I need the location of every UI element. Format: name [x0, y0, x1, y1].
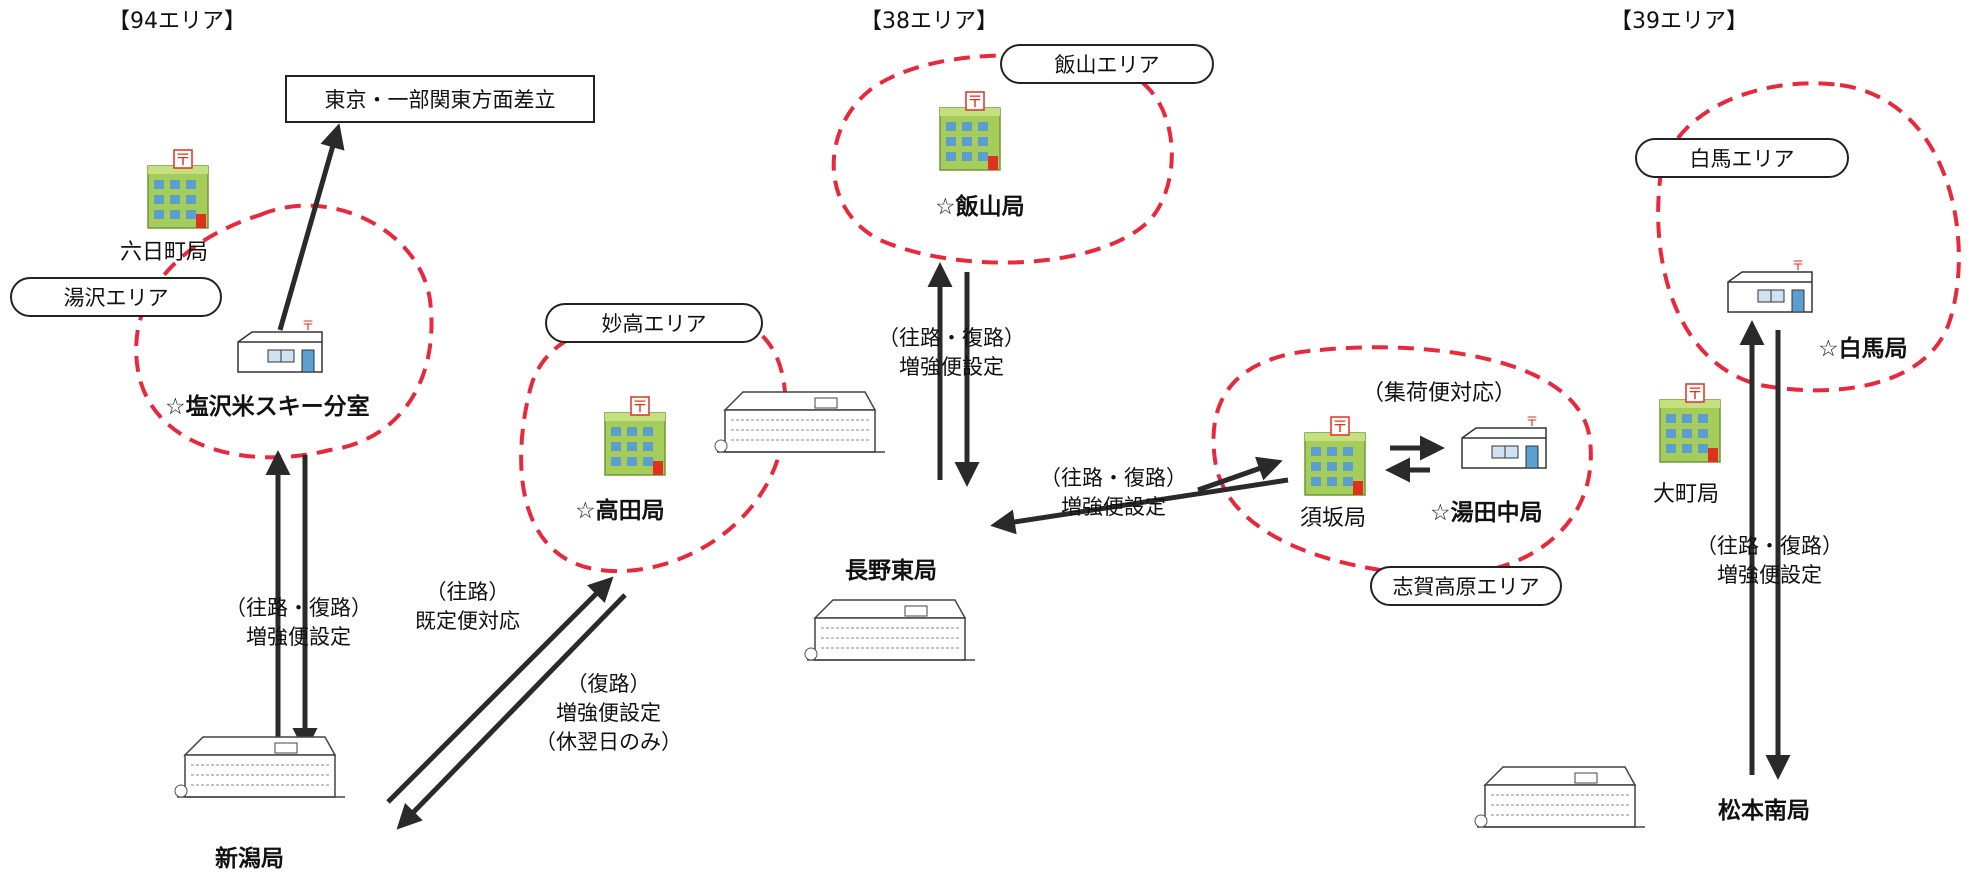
note-reinforced: 増強便設定: [246, 625, 351, 649]
area-label-iiyama: 飯山エリア: [1000, 44, 1214, 84]
office-label-iiyama: ☆飯山局: [935, 194, 1025, 220]
note-niigata-takada-outbound: （往路） 既定便対応: [415, 578, 520, 636]
arrow-niigata-to-takada: [386, 576, 614, 804]
area-label-yuzawa: 湯沢エリア: [10, 277, 222, 317]
note-roundtrip: （往路・復路）: [1040, 466, 1187, 490]
building-myoko-hub: [714, 391, 886, 453]
note-pickup: （集荷便対応）: [1362, 381, 1517, 406]
note-roundtrip: （往路・復路）: [225, 596, 372, 620]
area-label-myoko: 妙高エリア: [545, 303, 763, 343]
area-label-shiga: 志賀高原エリア: [1370, 566, 1562, 606]
office-label-omachi: 大町局: [1653, 482, 1720, 507]
building-muikamachi: [147, 149, 209, 229]
office-label-muikamachi: 六日町局: [120, 240, 209, 265]
note-reinforced: 増強便設定: [1717, 563, 1822, 587]
section-header-39: 【39エリア】: [1610, 9, 1748, 34]
building-hakuba: [1727, 258, 1813, 313]
note-roundtrip: （往路・復路）: [878, 326, 1025, 350]
note-roundtrip: （往路・復路）: [1696, 534, 1843, 558]
note-matsumoto-hakuba: （往路・復路） 増強便設定: [1696, 532, 1843, 590]
arrow-shiozawa-to-tokyo: [277, 123, 345, 331]
note-reinforced: 増強便設定: [1061, 495, 1166, 519]
note-existing: 既定便対応: [415, 609, 520, 633]
note-niigata-takada-return: （復路） 増強便設定 （休翌日のみ）: [535, 670, 682, 757]
office-label-matsumoto-minami: 松本南局: [1718, 798, 1810, 824]
note-nagano-suzaka: （往路・復路） 増強便設定: [1040, 464, 1187, 522]
office-label-yudanaka: ☆湯田中局: [1430, 500, 1543, 526]
building-iiyama: [939, 91, 1001, 171]
office-label-suzaka: 須坂局: [1300, 506, 1367, 531]
arrow-takada-to-niigata: [396, 593, 627, 830]
note-holiday-only: （休翌日のみ）: [535, 730, 682, 754]
office-label-hakuba: ☆白馬局: [1818, 336, 1908, 362]
area-label-hakuba: 白馬エリア: [1635, 138, 1849, 178]
section-header-38: 【38エリア】: [860, 9, 998, 34]
building-takada: [604, 396, 666, 476]
note-reinforced: 増強便設定: [899, 355, 1004, 379]
office-label-shiozawa: ☆塩沢米スキー分室: [165, 394, 370, 420]
building-yudanaka: [1461, 414, 1547, 469]
area-outline-iiyama: [831, 53, 1174, 265]
building-suzaka: [1304, 416, 1366, 496]
note-reinforced: 増強便設定: [556, 701, 661, 725]
building-matsumoto-minami: [1474, 766, 1646, 828]
note-nagano-iiyama: （往路・復路） 増強便設定: [878, 324, 1025, 382]
office-label-nagano-higashi: 長野東局: [845, 558, 937, 584]
office-label-takada: ☆高田局: [575, 498, 665, 524]
arrow-nagano-to-suzaka: [1197, 456, 1283, 493]
note-outbound: （往路）: [425, 580, 510, 604]
building-omachi: [1659, 383, 1721, 463]
note-niigata-shiozawa: （往路・復路） 増強便設定: [225, 594, 372, 652]
section-header-94: 【94エリア】: [108, 9, 246, 34]
office-label-niigata: 新潟局: [215, 846, 284, 872]
building-niigata: [174, 736, 346, 798]
note-return: （復路）: [566, 672, 651, 696]
arrow-suzaka-to-nagano: [990, 477, 1289, 535]
destination-tokyo-box: 東京・一部関東方面差立: [285, 75, 595, 123]
area-outline-hakuba: [1656, 81, 1961, 393]
building-nagano-higashi: [804, 599, 976, 661]
